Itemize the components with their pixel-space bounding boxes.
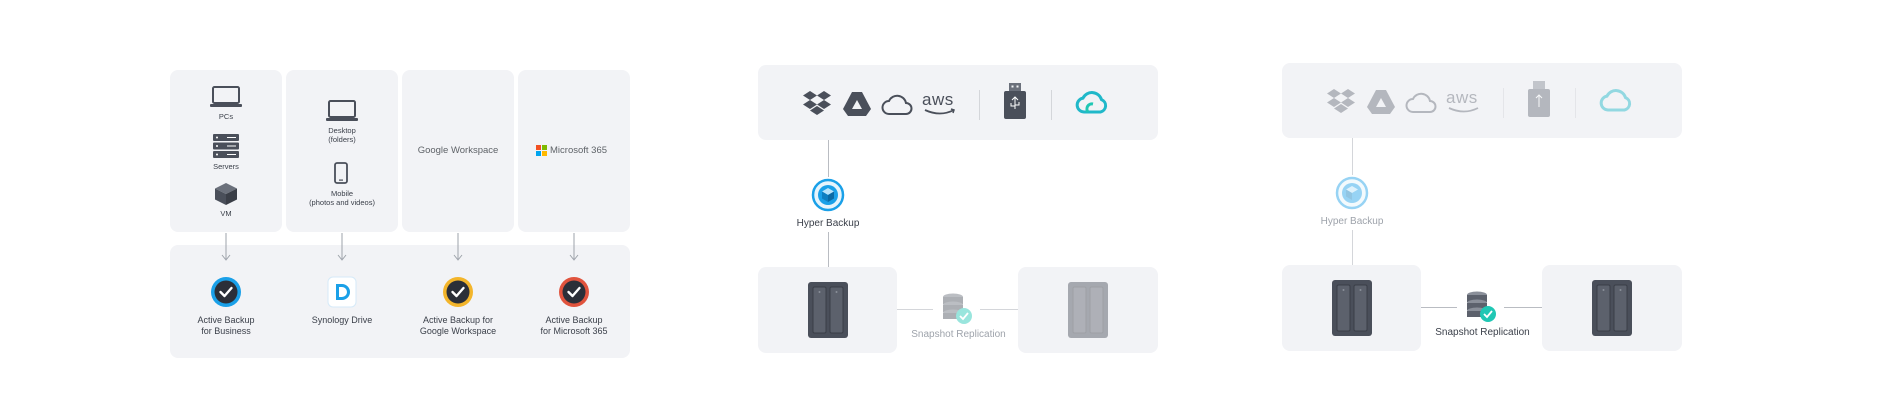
abm365-label-1: Active Backup bbox=[545, 315, 603, 325]
connector-line bbox=[828, 232, 829, 267]
dropbox-icon bbox=[1327, 89, 1355, 113]
servers-label: Servers bbox=[213, 162, 239, 171]
divider bbox=[1051, 90, 1052, 120]
mobile-sub-label: (photos and videos) bbox=[309, 198, 375, 207]
synology-drive-icon bbox=[327, 276, 357, 308]
synology-c2-icon bbox=[1599, 89, 1632, 112]
usb-drive-icon bbox=[1004, 83, 1026, 119]
nas-device-icon bbox=[1068, 282, 1108, 338]
snapshot-replication-label: Snapshot Replication bbox=[1435, 327, 1530, 338]
vm-cube-icon bbox=[215, 183, 237, 205]
laptop-icon bbox=[210, 86, 242, 107]
connector-line bbox=[1352, 230, 1353, 265]
hyper-backup-label: Hyper Backup bbox=[1320, 216, 1384, 227]
source-box-drive bbox=[286, 70, 398, 232]
microsoft-logo-icon bbox=[536, 145, 547, 156]
abm365-label-2: for Microsoft 365 bbox=[540, 326, 608, 336]
active-backup-business-icon bbox=[211, 277, 241, 307]
abgw-label-2: Google Workspace bbox=[419, 326, 497, 336]
connector-line bbox=[897, 309, 933, 310]
mobile-phone-icon bbox=[334, 162, 348, 184]
hyper-backup-icon bbox=[1335, 176, 1369, 210]
divider bbox=[1503, 88, 1504, 118]
snapshot-replication-icon bbox=[943, 293, 972, 324]
snapshot-replication-label: Snapshot Replication bbox=[911, 329, 1006, 340]
desktop-sub-label: (folders) bbox=[328, 135, 356, 144]
divider bbox=[979, 90, 980, 120]
aws-smile-icon bbox=[1448, 107, 1479, 113]
active-backup-google-icon bbox=[443, 277, 473, 307]
divider bbox=[1575, 88, 1576, 118]
hyper-backup-label: Hyper Backup bbox=[796, 218, 860, 229]
synology-c2-icon bbox=[1075, 91, 1108, 114]
aws-text: aws bbox=[1446, 88, 1478, 107]
abgw-label-1: Active Backup for bbox=[422, 315, 494, 325]
connector-line bbox=[1504, 307, 1542, 308]
desktop-label: Desktop bbox=[328, 126, 356, 135]
google-drive-icon bbox=[1367, 90, 1395, 114]
desktop-laptop-icon bbox=[326, 100, 358, 121]
pcs-label: PCs bbox=[218, 112, 234, 121]
nas-device-icon bbox=[1592, 280, 1632, 336]
cloud-icon bbox=[1405, 92, 1437, 113]
microsoft-365-logo: Microsoft 365 bbox=[536, 145, 607, 156]
aws-smile-icon bbox=[924, 108, 955, 115]
aws-icon: aws bbox=[1446, 88, 1482, 116]
connector-line bbox=[828, 140, 829, 177]
cloud-targets-box bbox=[1282, 63, 1682, 138]
aws-icon: aws bbox=[922, 90, 958, 118]
abb-label-2: for Business bbox=[201, 326, 251, 336]
dropbox-icon bbox=[803, 91, 831, 115]
google-workspace-logo: Google Workspace bbox=[417, 145, 499, 156]
abb-label-1: Active Backup bbox=[197, 315, 255, 325]
connector-line bbox=[980, 309, 1018, 310]
snapshot-replication-icon bbox=[1467, 291, 1496, 322]
microsoft-365-label: Microsoft 365 bbox=[550, 145, 608, 156]
source-box-google bbox=[402, 70, 514, 232]
server-icon bbox=[213, 134, 239, 158]
nas-box-secondary bbox=[1018, 267, 1158, 353]
active-backup-microsoft-icon bbox=[559, 277, 589, 307]
hyper-backup-icon bbox=[811, 178, 845, 212]
aws-text: aws bbox=[922, 90, 954, 109]
connector-line bbox=[1421, 307, 1457, 308]
synology-drive-label: Synology Drive bbox=[311, 315, 373, 325]
vm-label: VM bbox=[220, 209, 232, 218]
connector-line bbox=[1352, 138, 1353, 175]
cloud-icon bbox=[881, 94, 913, 115]
mobile-label: Mobile bbox=[330, 189, 354, 198]
usb-drive-icon bbox=[1528, 81, 1550, 117]
google-drive-icon bbox=[843, 92, 871, 116]
nas-device-icon bbox=[1332, 280, 1372, 336]
nas-device-icon bbox=[808, 282, 848, 338]
apps-box bbox=[170, 245, 630, 358]
